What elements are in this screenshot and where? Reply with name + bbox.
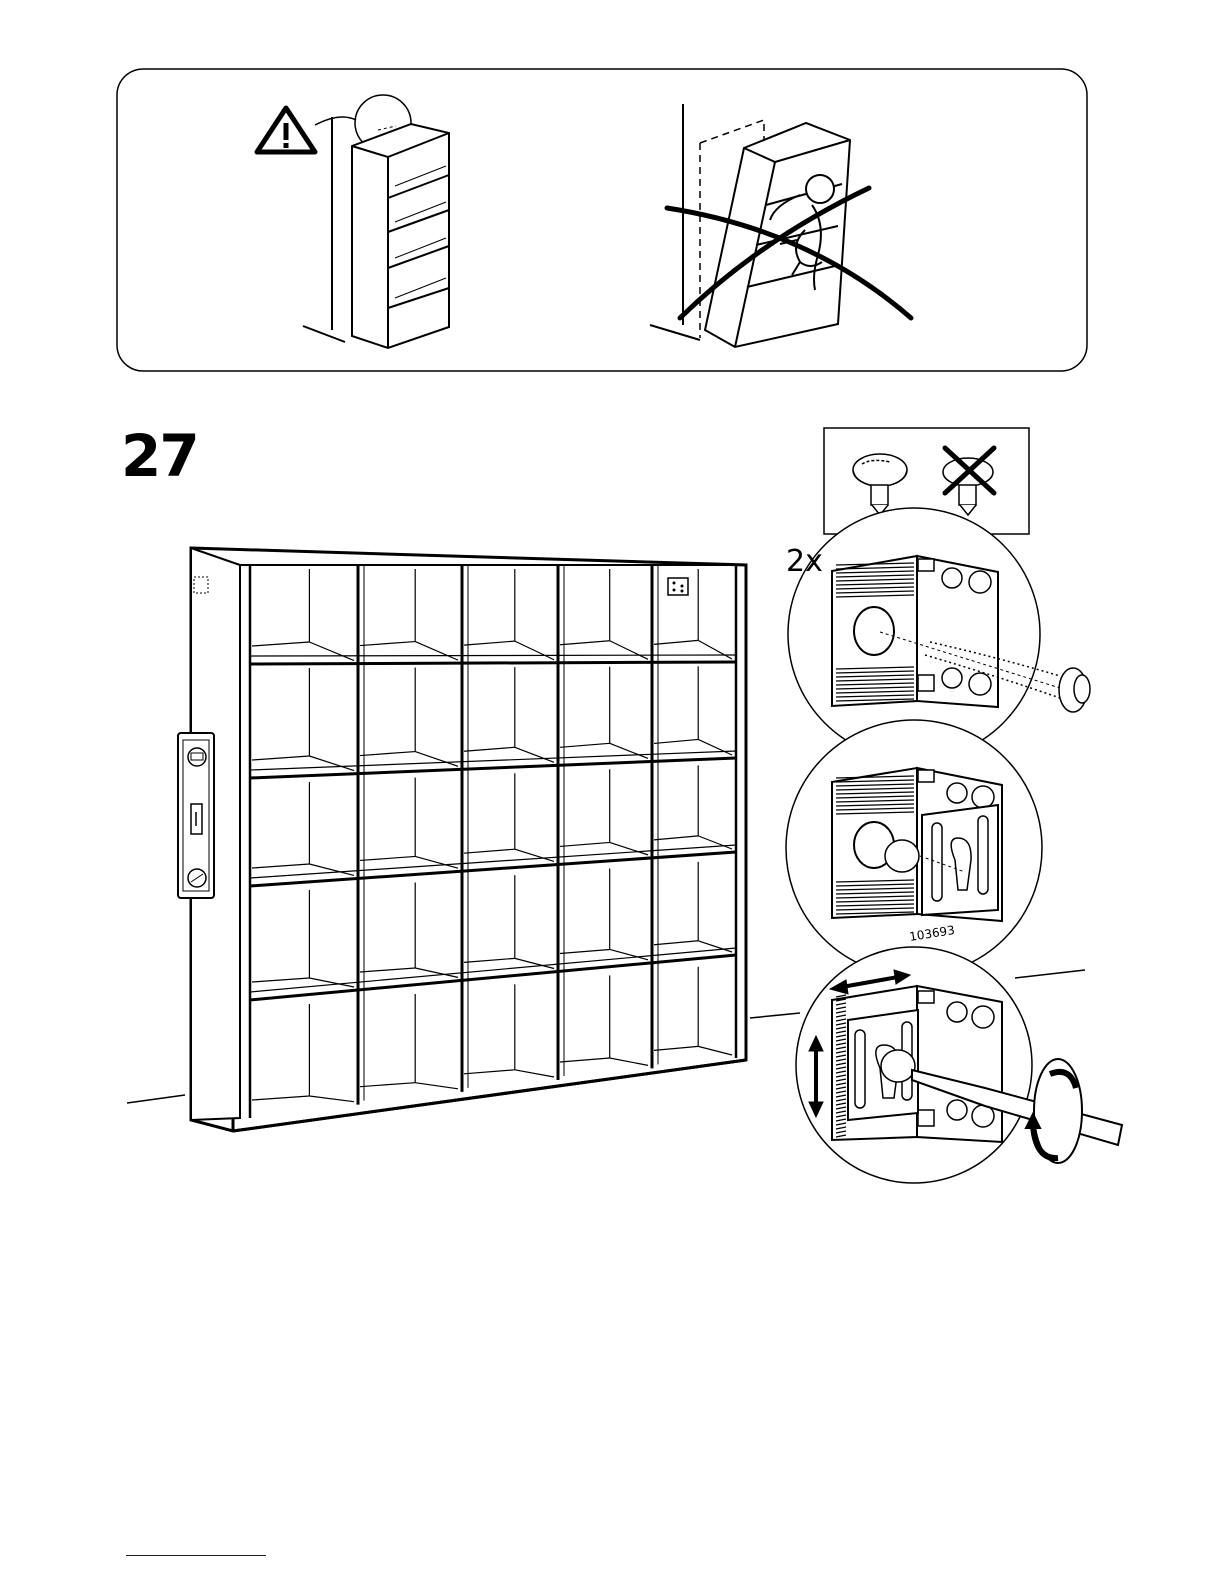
footer-rule — [126, 1555, 266, 1556]
quantity-label: 2x — [786, 544, 823, 579]
rotate-arrow-icon — [1026, 1059, 1082, 1163]
